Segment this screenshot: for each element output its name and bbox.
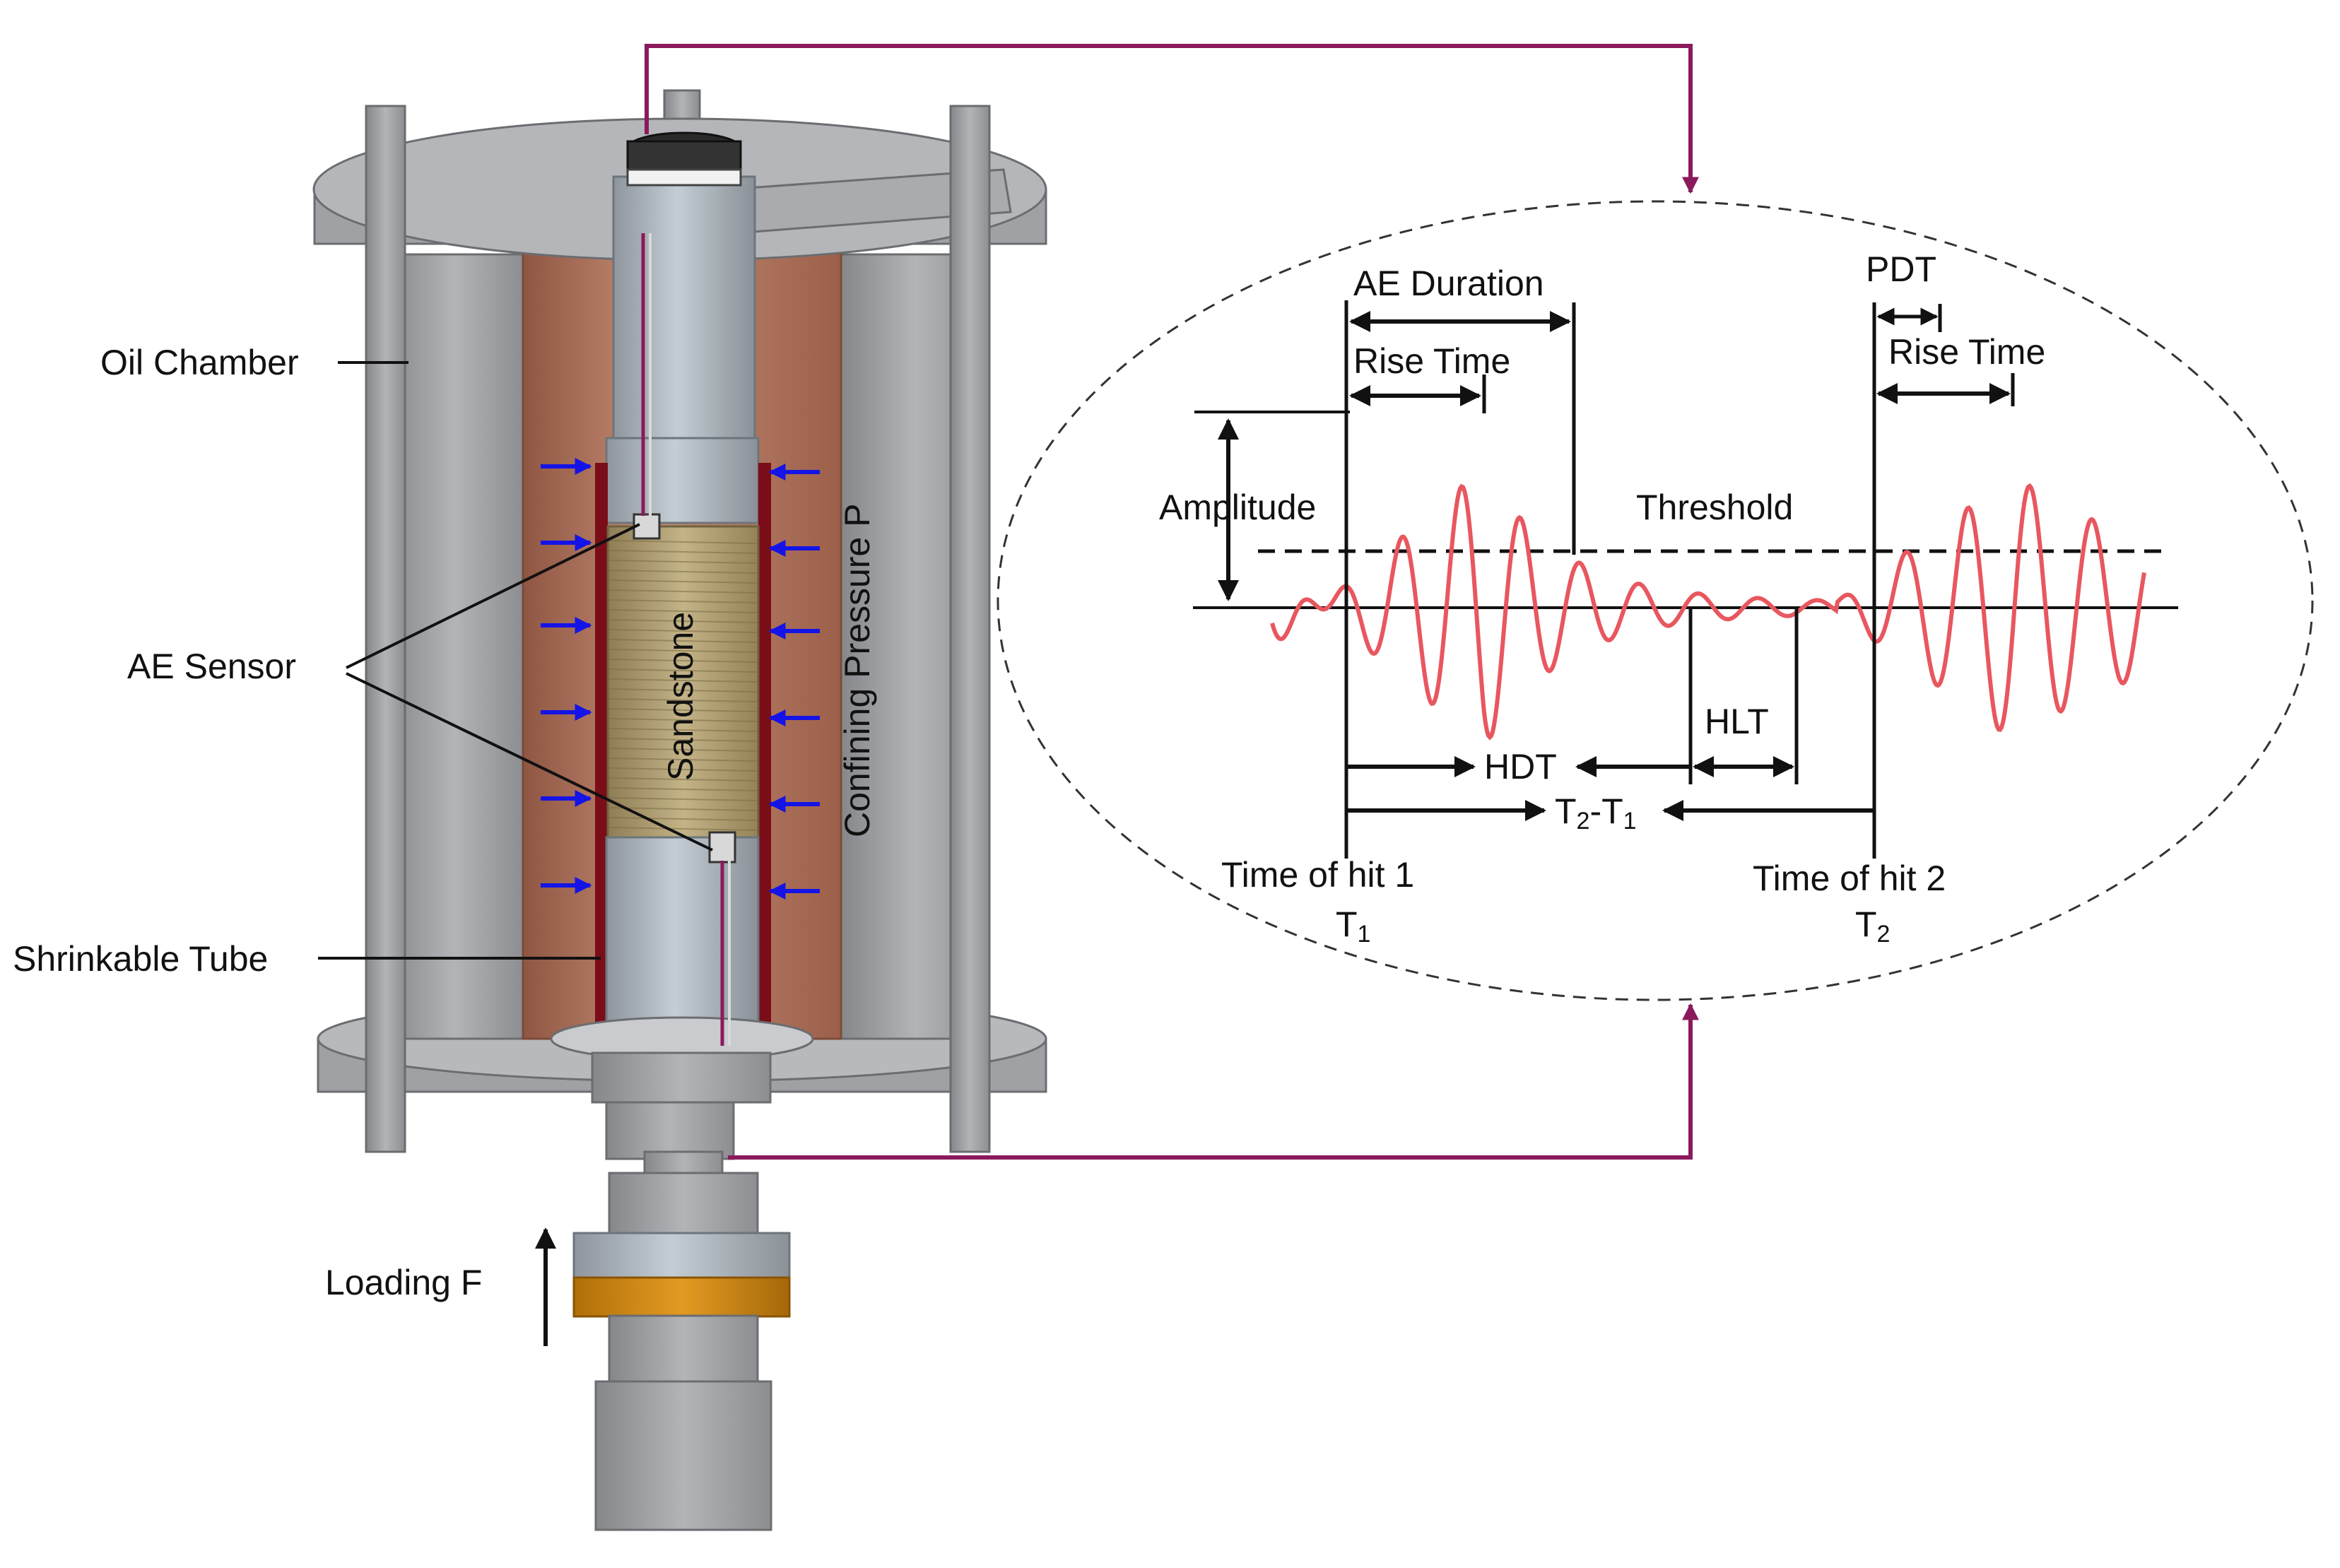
- label-hdt: HDT: [1484, 747, 1557, 786]
- lower-base: [594, 1380, 772, 1531]
- label-shrinkable-tube: Shrinkable Tube: [13, 939, 268, 979]
- label-amplitude: Amplitude: [1159, 488, 1316, 527]
- bedding-line: [608, 599, 758, 603]
- bedding-line: [608, 619, 758, 623]
- bedding-line: [608, 688, 758, 692]
- tie-rod-right: [949, 105, 991, 1153]
- bedding-line: [608, 827, 758, 831]
- shrinkable-tube-right: [758, 463, 771, 1042]
- label-hlt: HLT: [1705, 702, 1769, 741]
- label-rise-time-2: Rise Time: [1888, 332, 2045, 372]
- load-cell-upper: [608, 1172, 759, 1242]
- label-hit1-t: T1: [1336, 904, 1370, 948]
- label-hit2-t: T2: [1855, 904, 1890, 948]
- lower-piston-3: [643, 1150, 724, 1174]
- load-band: [572, 1276, 791, 1318]
- lower-piston-1: [591, 1051, 772, 1104]
- bedding-line: [608, 570, 758, 574]
- bedding-line: [608, 589, 758, 594]
- bedding-line: [608, 668, 758, 673]
- bedding-line: [608, 708, 758, 712]
- label-hit1: Time of hit 1: [1221, 855, 1414, 895]
- leader-ae-sensor-top: [346, 523, 640, 669]
- bedding-line: [608, 728, 758, 732]
- bedding-line: [608, 738, 758, 742]
- bedding-line: [608, 550, 758, 554]
- label-ae-sensor: AE Sensor: [127, 647, 296, 686]
- label-oil-chamber: Oil Chamber: [100, 343, 299, 382]
- bedding-line: [608, 678, 758, 683]
- triaxial-cell: [312, 89, 1047, 1531]
- bedding-line: [608, 560, 758, 564]
- cable-top: [645, 44, 1699, 194]
- load-cell-wide: [572, 1232, 791, 1280]
- bedding-line: [608, 787, 758, 791]
- bedding-line: [608, 767, 758, 772]
- bedding-line: [608, 659, 758, 663]
- cable-bottom: [728, 1003, 1699, 1160]
- label-t-diff: T2-T1: [1555, 791, 1637, 835]
- ae-signal: [1270, 483, 2146, 741]
- bedding-line: [608, 639, 758, 643]
- bedding-line: [608, 807, 758, 811]
- label-rise-time-1: Rise Time: [1353, 341, 1510, 381]
- shrinkable-tube-left: [595, 463, 608, 1042]
- label-threshold: Threshold: [1636, 488, 1793, 527]
- sandstone-bedding: [608, 540, 758, 831]
- lower-piston-2: [605, 1101, 735, 1160]
- bedding-line: [608, 758, 758, 762]
- label-loading: Loading F: [325, 1263, 482, 1302]
- lower-shaft: [608, 1314, 759, 1388]
- label-ae-duration: AE Duration: [1353, 264, 1544, 303]
- upper-platen: [605, 437, 760, 524]
- label-pdt: PDT: [1866, 249, 1936, 289]
- label-sandstone: Sandstone: [661, 612, 700, 781]
- leader-ae-sensor-bottom: [346, 672, 713, 851]
- sensor-icon: [708, 831, 736, 863]
- piston-cap-ring: [626, 140, 742, 171]
- bedding-line: [608, 609, 758, 613]
- label-confining-pressure: Confining Pressure P: [837, 504, 877, 837]
- bedding-line: [608, 540, 758, 544]
- bedding-line: [608, 777, 758, 782]
- tie-rod-left: [365, 105, 406, 1153]
- bedding-line: [608, 579, 758, 584]
- label-hit2: Time of hit 2: [1753, 859, 1946, 898]
- pressure-arrows-right: [768, 464, 820, 900]
- bedding-line: [608, 817, 758, 821]
- bedding-line: [608, 797, 758, 801]
- bedding-line: [608, 748, 758, 752]
- bedding-line: [608, 718, 758, 722]
- waveform-callout: [996, 200, 2314, 1001]
- pressure-arrows-left: [541, 458, 592, 894]
- bedding-line: [608, 629, 758, 633]
- bedding-line: [608, 698, 758, 702]
- piston-cap-seal: [626, 168, 742, 187]
- bedding-line: [608, 649, 758, 653]
